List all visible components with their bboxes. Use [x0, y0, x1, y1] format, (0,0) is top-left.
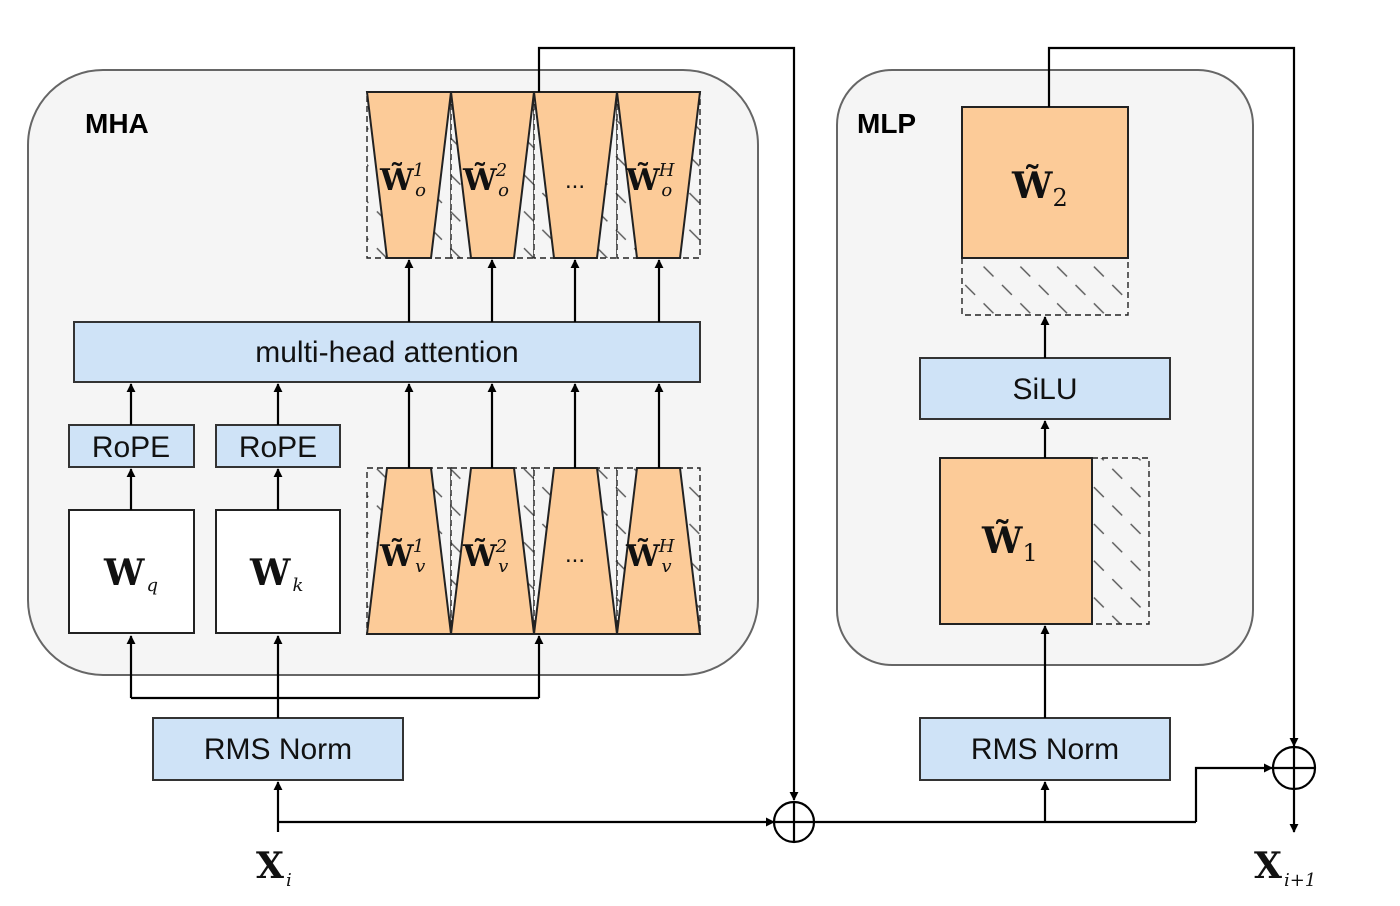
- wo-head-2-weight: [449, 91, 536, 259]
- arrow-mha-output-to-adder-1: [537, 46, 799, 801]
- arrow-residual-to-adder-2: [1194, 763, 1273, 822]
- circled-plus-icon: [1271, 745, 1317, 791]
- multi-head-attention-box: [73, 321, 701, 383]
- connectors: [126, 46, 1299, 833]
- wk-box: [215, 509, 341, 634]
- rope-q-box: [68, 424, 195, 468]
- w1-weight: [939, 457, 1093, 625]
- w2-label: W̃2: [1011, 165, 1068, 212]
- silu-label: SiLU: [1012, 373, 1077, 406]
- arrow-mlp-output-to-adder-2: [1047, 46, 1299, 747]
- circled-plus-icon: [772, 800, 816, 844]
- mha-rms-norm-label: RMS Norm: [204, 733, 352, 766]
- wv-head-ellipsis: ...: [532, 467, 619, 635]
- wq-box: [68, 509, 195, 634]
- wo-head-ellipsis-weight: [532, 91, 619, 259]
- wo-head-ellipsis: ...: [532, 91, 619, 259]
- mlp-panel: MLP W̃2 SiLU W̃1: [836, 69, 1254, 666]
- w1-label: W̃1: [981, 520, 1038, 567]
- wo-head-ellipsis-label: ...: [565, 167, 585, 194]
- mha-rms-norm-box: [152, 717, 404, 781]
- w1-pruned-area: [1091, 457, 1150, 625]
- rope-k-box: [215, 424, 341, 468]
- multi-head-attention-label: multi-head attention: [255, 336, 519, 369]
- wv-head-h-weight: [615, 467, 702, 635]
- wv-head-ellipsis-label: ...: [565, 541, 585, 568]
- mlp-rms-norm-label: RMS Norm: [971, 733, 1119, 766]
- mlp-title: MLP: [857, 108, 916, 139]
- w2-pruned-area: [961, 257, 1129, 316]
- rope-q-label: RoPE: [92, 431, 170, 464]
- wo-head-h-weight: [615, 91, 702, 259]
- rope-k-label: RoPE: [239, 431, 317, 464]
- wo-head-1-weight: [365, 91, 453, 259]
- silu-box: [919, 357, 1171, 420]
- mha-title: MHA: [85, 108, 149, 139]
- w2-weight: [961, 106, 1129, 259]
